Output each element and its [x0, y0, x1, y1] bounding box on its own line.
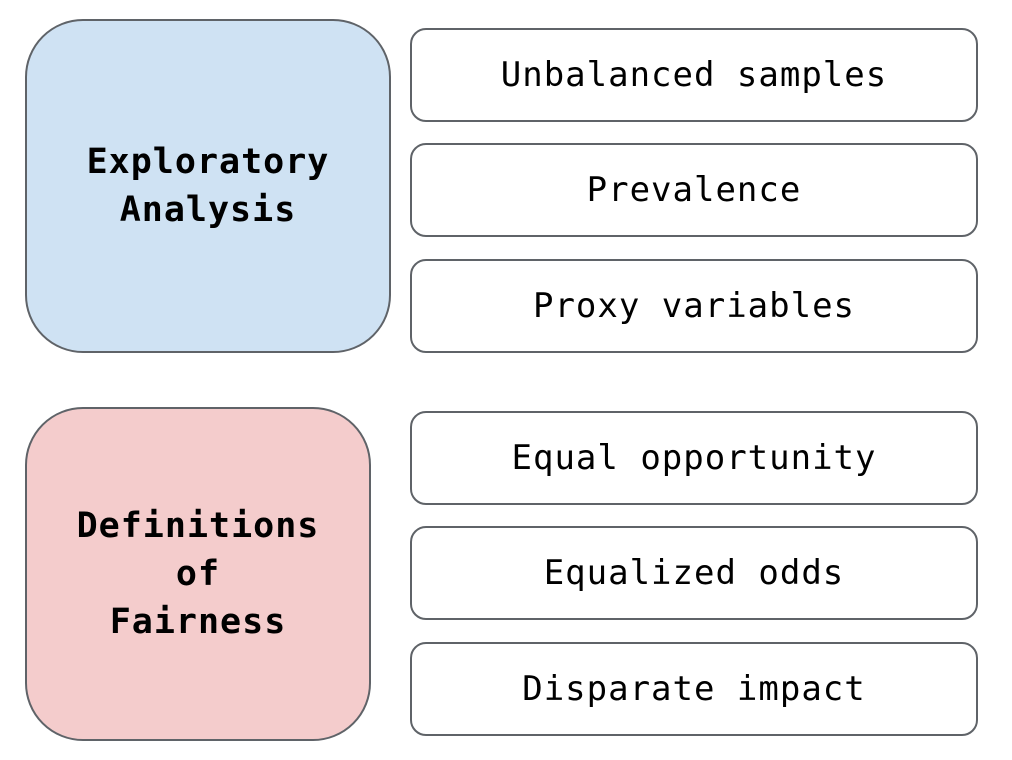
category-box-definitions-of-fairness: Definitions of Fairness	[25, 407, 371, 741]
category-title: Exploratory Analysis	[86, 142, 330, 230]
item-label: Prevalence	[586, 170, 802, 210]
item-label: Equalized odds	[543, 553, 845, 593]
item-label: Proxy variables	[532, 286, 856, 326]
item-label: Disparate impact	[522, 669, 866, 709]
item-box-disparate-impact: Disparate impact	[410, 642, 978, 736]
category-title: Definitions of Fairness	[76, 506, 320, 642]
item-box-prevalence: Prevalence	[410, 143, 978, 237]
item-box-unbalanced-samples: Unbalanced samples	[410, 28, 978, 122]
category-box-exploratory-analysis: Exploratory Analysis	[25, 19, 391, 353]
item-label: Equal opportunity	[511, 438, 877, 478]
item-label: Unbalanced samples	[500, 55, 888, 95]
item-box-equalized-odds: Equalized odds	[410, 526, 978, 620]
item-box-proxy-variables: Proxy variables	[410, 259, 978, 353]
item-box-equal-opportunity: Equal opportunity	[410, 411, 978, 505]
